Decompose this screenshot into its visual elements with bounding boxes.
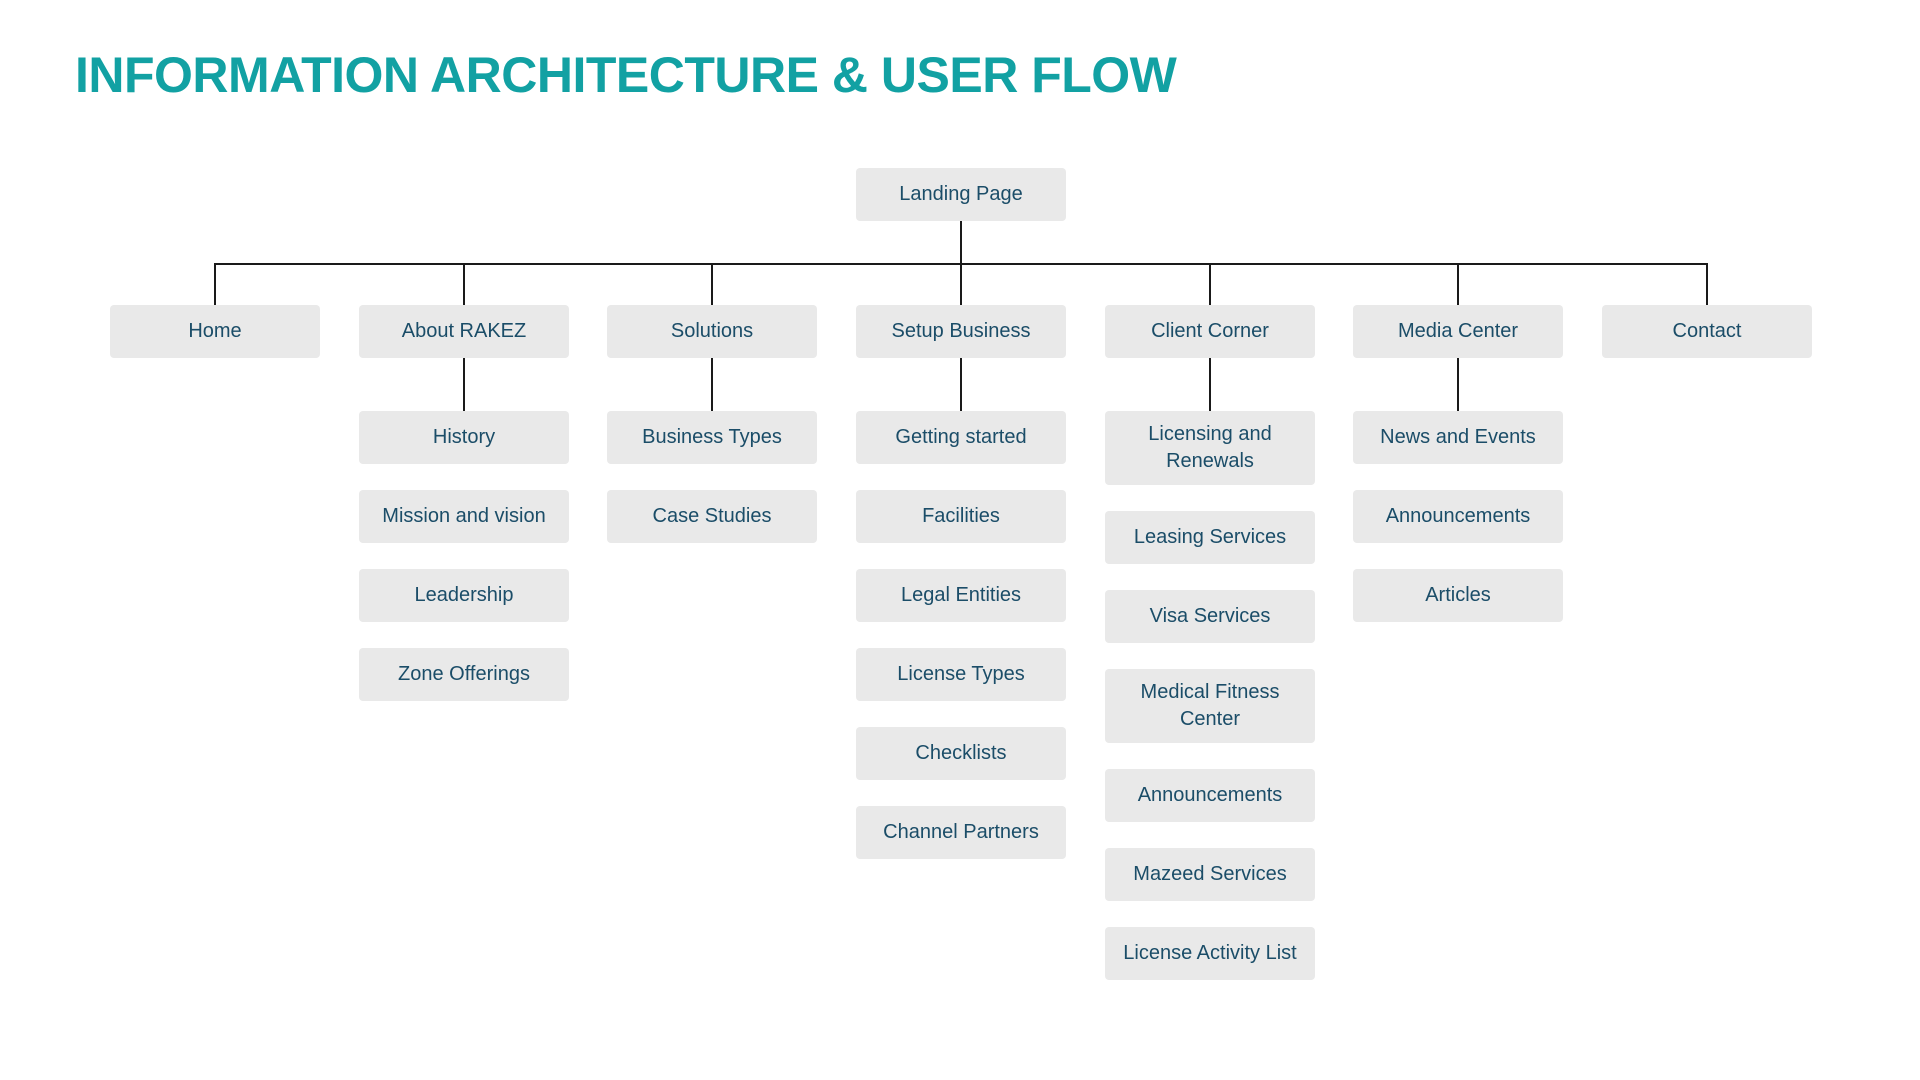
node-license-types: License Types [856, 648, 1066, 701]
connector-bus-to-home [214, 263, 216, 305]
node-getting-started: Getting started [856, 411, 1066, 464]
node-legal-entities: Legal Entities [856, 569, 1066, 622]
node-leadership: Leadership [359, 569, 569, 622]
connector-bus-to-solutions [711, 263, 713, 305]
node-leasing-services: Leasing Services [1105, 511, 1315, 564]
node-business-types: Business Types [607, 411, 817, 464]
node-landing-page: Landing Page [856, 168, 1066, 221]
connector-bus-to-about-rakez [463, 263, 465, 305]
node-client-corner: Client Corner [1105, 305, 1315, 358]
node-licensing-and-renewals: Licensing and Renewals [1105, 411, 1315, 485]
connector-bus-to-media-center [1457, 263, 1459, 305]
connector-client-corner-to-children [1209, 358, 1211, 411]
node-news-and-events: News and Events [1353, 411, 1563, 464]
node-home: Home [110, 305, 320, 358]
node-case-studies: Case Studies [607, 490, 817, 543]
node-setup-business: Setup Business [856, 305, 1066, 358]
node-media-center: Media Center [1353, 305, 1563, 358]
node-articles: Articles [1353, 569, 1563, 622]
node-channel-partners: Channel Partners [856, 806, 1066, 859]
node-zone-offerings: Zone Offerings [359, 648, 569, 701]
connector-bus-to-contact [1706, 263, 1708, 305]
connector-bus-to-client-corner [1209, 263, 1211, 305]
connector-about-rakez-to-children [463, 358, 465, 411]
node-contact: Contact [1602, 305, 1812, 358]
node-history: History [359, 411, 569, 464]
node-mission-and-vision: Mission and vision [359, 490, 569, 543]
connector-media-center-to-children [1457, 358, 1459, 411]
node-solutions: Solutions [607, 305, 817, 358]
node-announcements: Announcements [1105, 769, 1315, 822]
connector-setup-business-to-children [960, 358, 962, 411]
connector-solutions-to-children [711, 358, 713, 411]
node-license-activity-list: License Activity List [1105, 927, 1315, 980]
page-title: INFORMATION ARCHITECTURE & USER FLOW [75, 47, 1177, 103]
node-facilities: Facilities [856, 490, 1066, 543]
connector-bus-to-setup-business [960, 263, 962, 305]
node-mazeed-services: Mazeed Services [1105, 848, 1315, 901]
node-medical-fitness-center: Medical Fitness Center [1105, 669, 1315, 743]
node-checklists: Checklists [856, 727, 1066, 780]
node-visa-services: Visa Services [1105, 590, 1315, 643]
node-about-rakez: About RAKEZ [359, 305, 569, 358]
node-announcements: Announcements [1353, 490, 1563, 543]
